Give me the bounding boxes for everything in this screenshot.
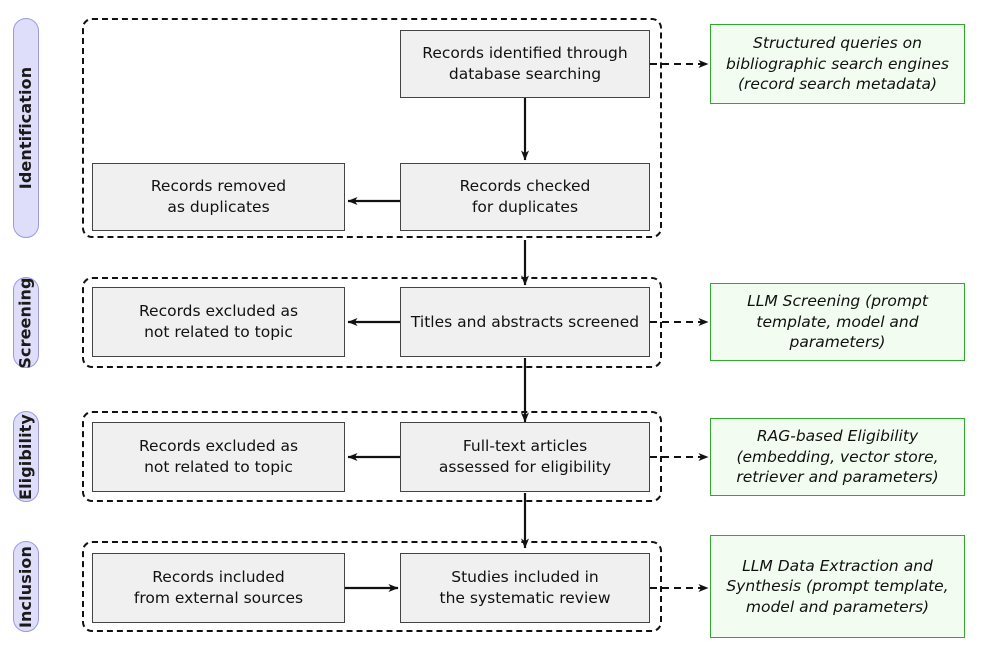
stage-label-text: Screening [16, 276, 36, 369]
node-line-1: Records excluded as [138, 302, 299, 321]
annotation-line-2: (prompt template, [756, 292, 928, 331]
stage-label-text: Eligibility [16, 413, 36, 500]
node-line-1: Records checked [459, 177, 591, 196]
node-records-identified[interactable]: Records identified through database sear… [400, 30, 650, 98]
annotation-line-1: Structured queries on [753, 34, 922, 53]
annotation-line-2: and Synthesis [726, 556, 933, 596]
node-line-1: Titles and abstracts screened [410, 312, 640, 331]
node-eligibility-excluded[interactable]: Records excluded as not related to topic [92, 422, 345, 492]
node-line-2: database searching [448, 65, 602, 83]
annotation-line-3: retriever and parameters) [736, 468, 939, 487]
node-line-2: the systematic review [439, 589, 611, 607]
stage-label-text: Inclusion [16, 545, 35, 628]
annotation-line-1: LLM Screening [747, 292, 861, 311]
node-fulltext-assessed[interactable]: Full-text articles assessed for eligibil… [400, 422, 650, 492]
node-line-2: not related to topic [144, 458, 293, 476]
annotation-screening[interactable]: LLM Screening (prompt template, model an… [710, 283, 965, 361]
node-line-1: Records excluded as [138, 437, 299, 456]
node-records-removed[interactable]: Records removed as duplicates [92, 163, 345, 231]
node-line-1: Records identified through [422, 44, 628, 63]
node-line-2: as duplicates [167, 198, 270, 216]
stage-label-inclusion: Inclusion [13, 541, 39, 632]
node-records-checked[interactable]: Records checked for duplicates [400, 163, 650, 231]
node-line-1: Records removed [150, 177, 287, 196]
node-titles-screened[interactable]: Titles and abstracts screened [400, 287, 650, 357]
annotation-line-1: RAG-based Eligibility [756, 427, 919, 446]
stage-label-text: Identification [16, 66, 35, 190]
stage-label-screening: Screening [13, 277, 39, 368]
node-line-2: not related to topic [144, 323, 293, 341]
annotation-inclusion[interactable]: LLM Data Extraction and Synthesis (promp… [710, 535, 965, 638]
annotation-eligibility[interactable]: RAG-based Eligibility (embedding, vector… [710, 418, 965, 496]
stage-label-identification: Identification [13, 18, 39, 238]
node-screening-excluded[interactable]: Records excluded as not related to topic [92, 287, 345, 357]
stage-container-screening [82, 277, 662, 368]
annotation-line-1: LLM Data Extraction [742, 556, 899, 575]
node-line-2: for duplicates [471, 198, 579, 216]
stage-label-eligibility: Eligibility [13, 411, 39, 502]
node-line-2: from external sources [133, 589, 304, 607]
annotation-line-4: model and parameters) [745, 597, 930, 616]
node-line-1: Records included [152, 568, 285, 587]
annotation-line-3: model and parameters) [789, 312, 919, 352]
annotation-line-3: (prompt template, [806, 577, 949, 596]
stage-container-inclusion [82, 541, 662, 632]
stage-container-eligibility [82, 411, 662, 502]
annotation-line-3: (record search metadata) [737, 75, 938, 94]
annotation-identification[interactable]: Structured queries on bibliographic sear… [710, 24, 965, 104]
node-studies-included[interactable]: Studies included in the systematic revie… [400, 553, 650, 623]
node-line-2: assessed for eligibility [438, 458, 612, 476]
node-line-1: Full-text articles [462, 437, 588, 456]
node-line-1: Studies included in [451, 568, 599, 587]
node-records-external[interactable]: Records included from external sources [92, 553, 345, 623]
annotation-line-2: (embedding, vector store, [736, 447, 939, 466]
stage-container-identification [82, 18, 662, 238]
annotation-line-2: bibliographic search engines [726, 54, 949, 73]
